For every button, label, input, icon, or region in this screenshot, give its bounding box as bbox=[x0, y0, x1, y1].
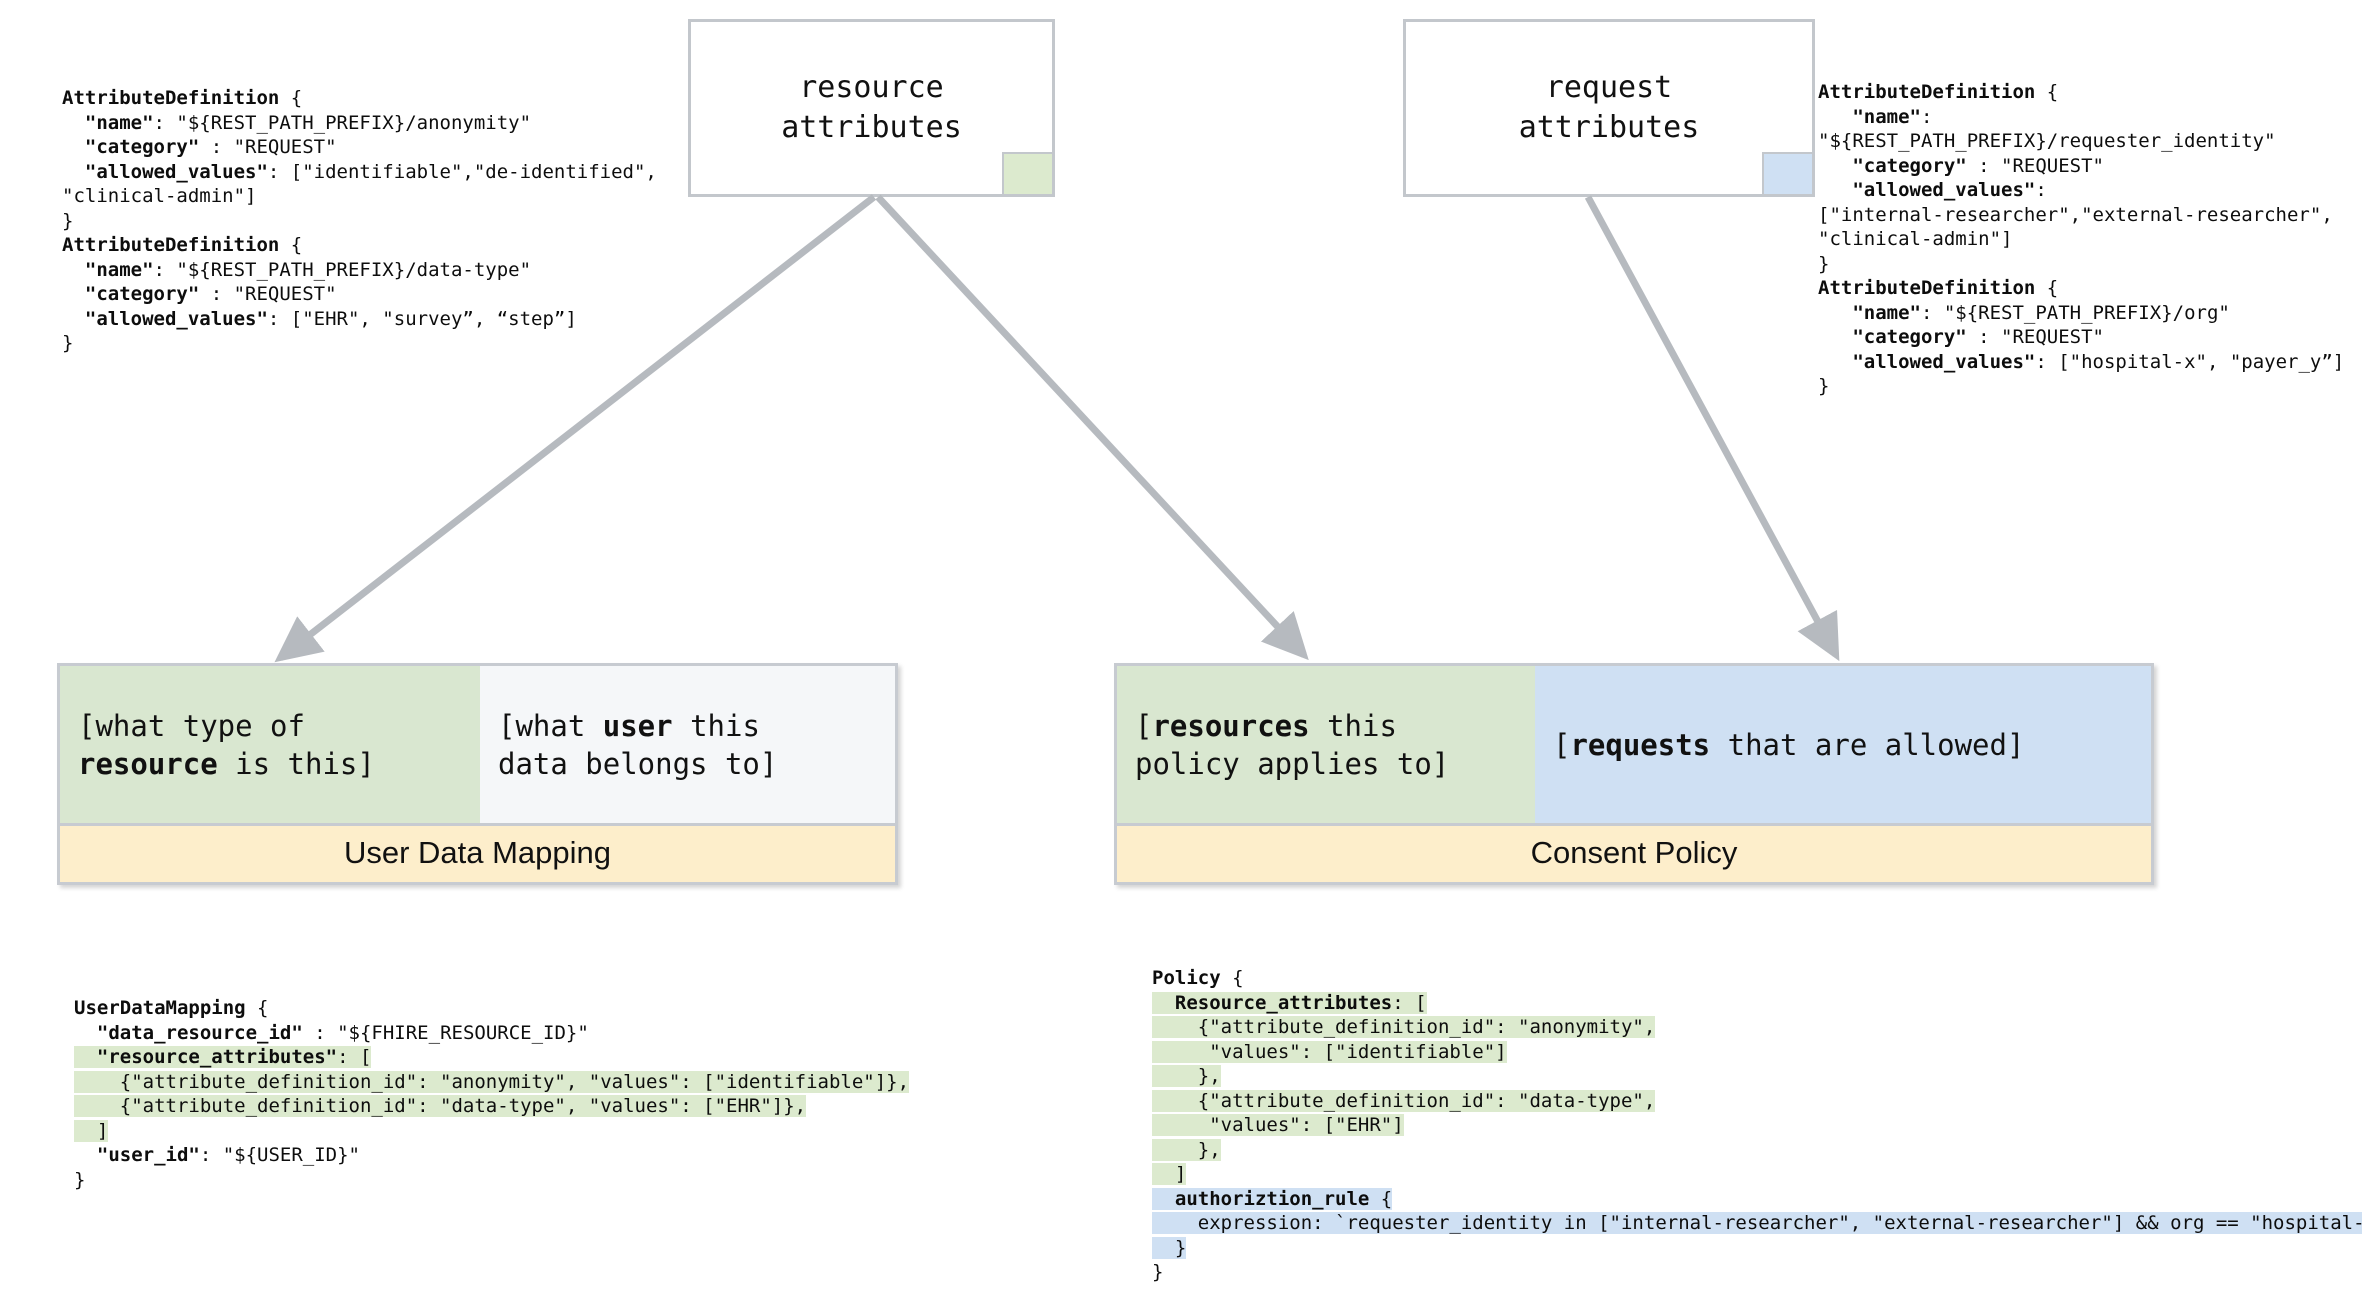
arrow-request-to-consent-policy bbox=[1584, 195, 1840, 662]
user-data-mapping-code: UserDataMapping { "data_resource_id" : "… bbox=[74, 997, 910, 1191]
arrow-resource-to-consent-policy bbox=[875, 194, 1309, 661]
attribute-definitions-right-code: AttributeDefinition { "name":"${REST_PAT… bbox=[1818, 81, 2345, 397]
blue-swatch-icon bbox=[1762, 152, 1812, 194]
request-attributes-box[interactable]: request attributes bbox=[1403, 19, 1815, 197]
green-swatch-icon bbox=[1002, 152, 1052, 194]
consent-policy-code: Policy { Resource_attributes: [ {"attrib… bbox=[1152, 966, 2362, 1285]
consent-policy-request-text: [requests that are allowed] bbox=[1553, 727, 2025, 762]
resource-attributes-label: resource attributes bbox=[781, 70, 962, 145]
consent-policy-title: Consent Policy bbox=[1117, 823, 2151, 882]
attribute-definitions-left-code: AttributeDefinition { "name": "${REST_PA… bbox=[62, 87, 657, 354]
resource-attributes-box[interactable]: resource attributes bbox=[688, 19, 1055, 197]
user-data-mapping-title: User Data Mapping bbox=[60, 823, 895, 882]
consent-policy-request-cell[interactable]: [requests that are allowed] bbox=[1535, 666, 2151, 823]
request-attributes-label: request attributes bbox=[1518, 70, 1700, 145]
